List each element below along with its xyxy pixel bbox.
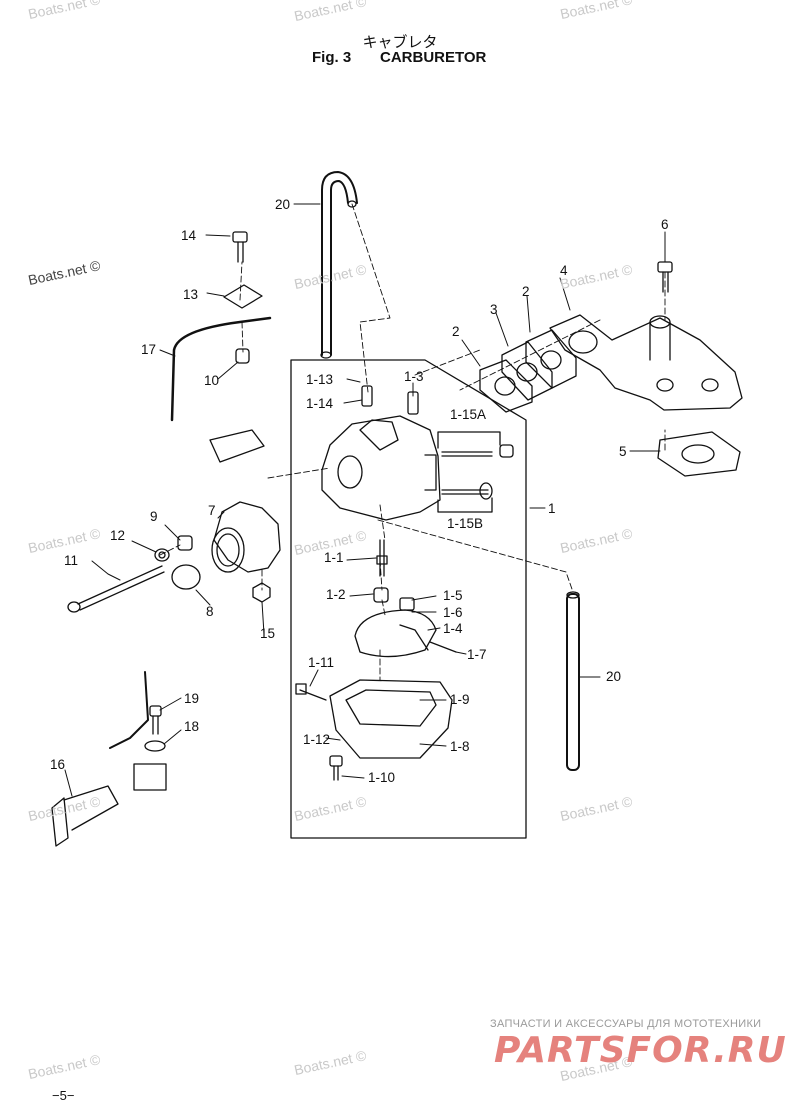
nut-15 — [252, 582, 271, 603]
callout-1-10: 1-10 — [368, 770, 396, 785]
gasket-2-outer — [525, 329, 577, 389]
bracket-13 — [223, 284, 263, 309]
gasket-2-inner — [479, 359, 533, 413]
gasket-5 — [657, 431, 741, 477]
callout-1-5: 1-5 — [443, 588, 463, 603]
spacer-3 — [501, 341, 553, 401]
plate-8 — [171, 564, 201, 590]
callout-1-9: 1-9 — [450, 692, 470, 707]
needle-1-1 — [376, 539, 388, 577]
screw-1-15a — [441, 444, 514, 458]
callout-14: 14 — [181, 228, 197, 243]
float-1-4 — [354, 609, 437, 658]
float-pin-1-7 — [429, 641, 457, 653]
callout-9: 9 — [150, 509, 158, 524]
callout-1-3: 1-3 — [404, 369, 424, 384]
bolt-1-10 — [329, 755, 343, 781]
throttle-cable-17 — [170, 316, 272, 422]
callout-1-15b: 1-15B — [447, 516, 484, 531]
callout-6: 6 — [661, 217, 669, 232]
callout-5: 5 — [619, 444, 627, 459]
hose-20-upper — [320, 171, 358, 359]
hose-20-lower — [566, 591, 580, 771]
callout-20-upper: 20 — [275, 197, 291, 212]
callout-15: 15 — [260, 626, 276, 641]
callout-18: 18 — [184, 719, 200, 734]
callout-1: 1 — [548, 501, 556, 516]
title-japanese: キャブレタ — [362, 33, 438, 51]
drain-screw-1-11 — [295, 683, 327, 701]
brand-logo: PARTSFOR.RU — [494, 1030, 787, 1071]
callout-8: 8 — [206, 604, 214, 619]
figure-title: CARBURETOR — [380, 49, 487, 66]
intake-manifold-4 — [549, 314, 743, 411]
callout-1-13: 1-13 — [306, 372, 334, 387]
callout-1-12: 1-12 — [303, 732, 331, 747]
callout-1-8: 1-8 — [450, 739, 470, 754]
callout-20-lower: 20 — [606, 669, 622, 684]
callout-1-11: 1-11 — [308, 655, 335, 670]
throttle-body-7 — [209, 429, 281, 573]
callout-3: 3 — [490, 302, 498, 317]
callout-1-15a: 1-15A — [450, 407, 487, 422]
callout-2-outer: 2 — [522, 284, 530, 299]
long-bolt-11 — [67, 565, 165, 613]
dealer-tagline: ЗАПЧАСТИ И АКСЕССУАРЫ ДЛЯ МОТОТЕХНИКИ — [490, 1018, 762, 1030]
callout-1-2: 1-2 — [326, 587, 346, 602]
washer-18 — [144, 740, 166, 752]
callout-10: 10 — [204, 373, 220, 388]
screw-1-15b — [441, 482, 493, 500]
callout-11: 11 — [64, 553, 79, 568]
callout-1-14: 1-14 — [306, 396, 334, 411]
callout-2-inner: 2 — [452, 324, 460, 339]
callout-1-7: 1-7 — [467, 647, 487, 662]
callout-1-4: 1-4 — [443, 621, 463, 636]
callout-4: 4 — [560, 263, 568, 278]
assembly-1-frame — [290, 359, 527, 839]
choke-knob-16 — [51, 763, 167, 847]
callout-13: 13 — [183, 287, 199, 302]
callout-19: 19 — [184, 691, 200, 706]
callout-1-1: 1-1 — [324, 550, 344, 565]
jet-1-2 — [373, 587, 389, 603]
choke-cable — [109, 671, 149, 749]
callout-16: 16 — [50, 757, 66, 772]
callout-17: 17 — [141, 342, 157, 357]
spacer-9 — [177, 535, 193, 551]
callout-7: 7 — [208, 503, 216, 518]
callout-1-6: 1-6 — [443, 605, 463, 620]
page-number: −5− — [52, 1088, 75, 1103]
float-chamber-1-8 — [329, 679, 453, 759]
washer-12 — [154, 548, 170, 562]
callout-12: 12 — [110, 528, 126, 543]
valve-1-5 — [399, 597, 415, 611]
figure-number: Fig. 3 — [312, 49, 352, 66]
carburetor-body — [321, 385, 441, 521]
screw-19 — [149, 705, 162, 735]
bolt-14 — [232, 231, 248, 263]
